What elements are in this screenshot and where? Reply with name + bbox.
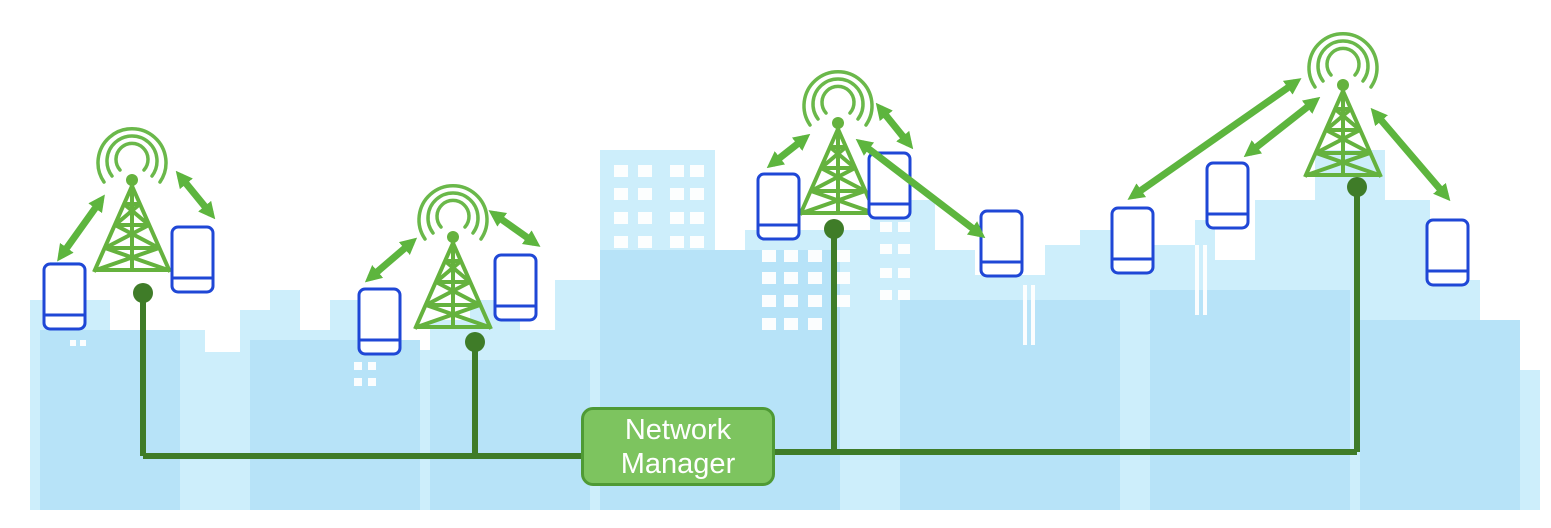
backhaul-node-1 [133,283,153,303]
double-arrow-icon [57,194,105,262]
mobile-device-icon [170,225,215,294]
mobile-device-icon [756,172,801,241]
double-arrow-icon [175,170,216,220]
mobile-device-icon [42,262,87,331]
backhaul-node-3 [824,219,844,239]
backhaul-node-2 [465,332,485,352]
network-manager-line1: Network [624,413,732,446]
double-arrow-icon [875,102,914,150]
double-arrow-icon [766,133,811,169]
network-manager-box: Network Manager [581,407,775,486]
wireless-links [57,78,1451,283]
cell-tower-icon [1303,31,1383,179]
backhaul-node-4 [1347,177,1367,197]
backhaul-network [140,187,1360,459]
double-arrow-icon [364,237,418,283]
backhaul-bus [143,449,1357,459]
double-arrow-icon [488,210,541,247]
cell-tower-icon [413,183,493,331]
network-manager-line2: Manager [620,447,736,480]
double-arrow-icon [855,138,986,239]
mobile-device-icon [493,253,538,322]
mobile-device-icon [1425,218,1470,287]
cell-tower-icon [92,126,172,274]
city-skyline [30,150,1540,510]
double-arrow-icon [1370,107,1451,202]
mobile-device-icon [1110,206,1155,275]
mobile-device-icon [979,209,1024,278]
mobile-device-icon [357,287,402,356]
mobile-device-icon [1205,161,1250,230]
double-arrow-icon [1243,96,1321,158]
